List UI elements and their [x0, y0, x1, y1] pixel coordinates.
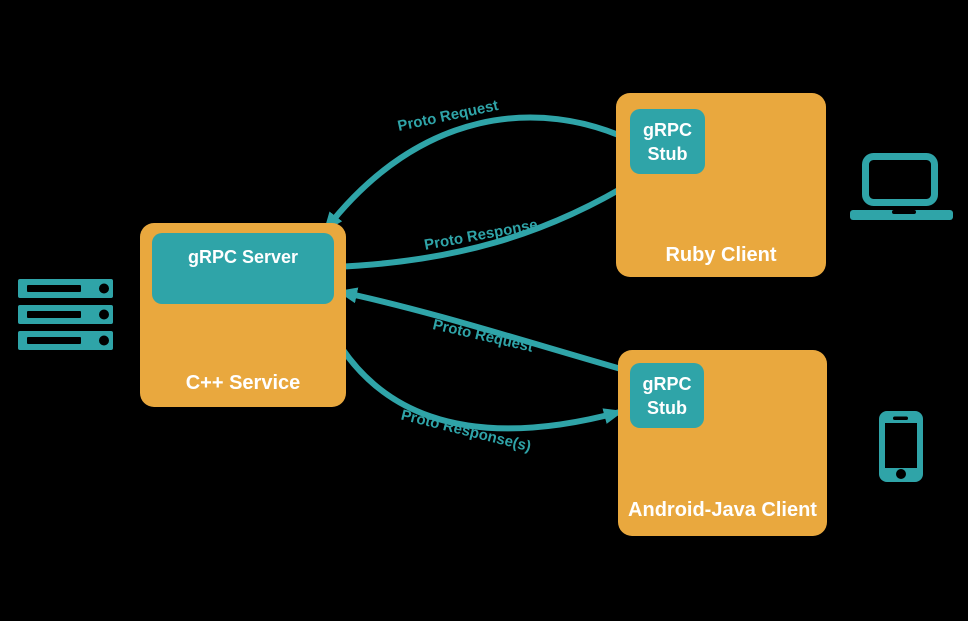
grpc-server-box: gRPC Server — [152, 233, 334, 304]
edge-proto-request-android — [337, 287, 629, 374]
android-java-client-label: Android-Java Client — [628, 499, 817, 521]
android-java-client-node: gRPC Stub Android-Java Client — [618, 350, 827, 536]
smartphone-icon — [879, 411, 923, 482]
ruby-grpc-stub-box: gRPC Stub — [630, 109, 705, 174]
server-rack-icon — [18, 279, 113, 350]
cpp-service-node: gRPC Server C++ Service — [140, 223, 346, 407]
cpp-service-label: C++ Service — [185, 372, 301, 394]
edge-proto-request-ruby — [323, 114, 632, 233]
ruby-client-node: gRPC Stub Ruby Client — [616, 93, 826, 277]
edge-proto-response-ruby — [333, 173, 646, 270]
laptop-icon — [850, 153, 953, 220]
ruby-client-label: Ruby Client — [665, 244, 777, 266]
android-grpc-stub-box: gRPC Stub — [630, 363, 704, 428]
